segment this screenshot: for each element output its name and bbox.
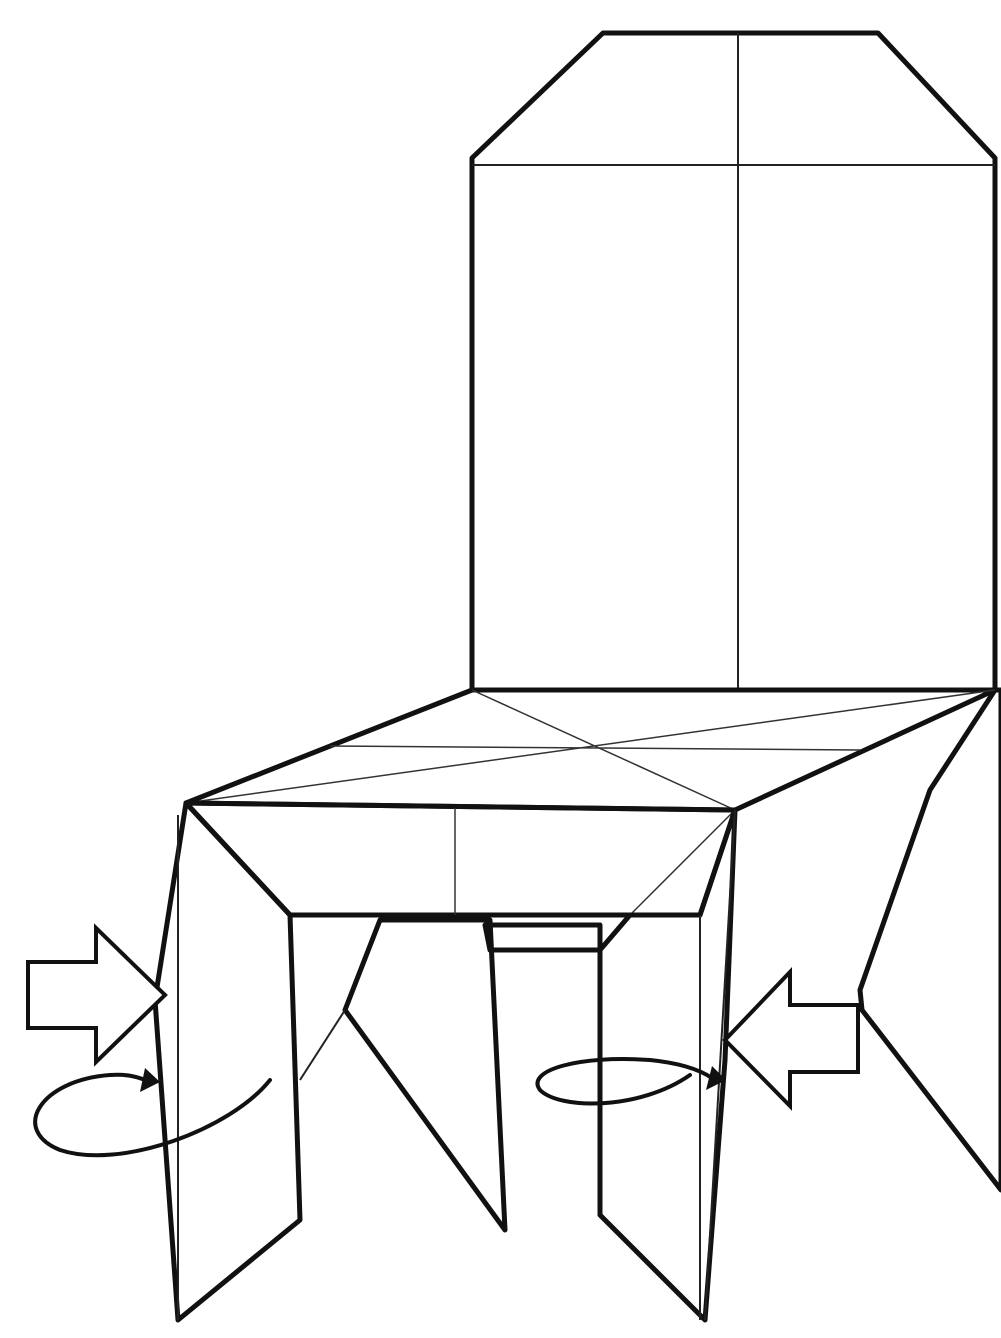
push-in-arrow-right — [725, 972, 858, 1106]
chair-back — [472, 33, 995, 690]
front-left-leg — [155, 803, 300, 1320]
turn-over-arrow-left — [35, 1068, 270, 1155]
turn-over-arrow-right — [538, 1059, 726, 1103]
back-legs — [300, 920, 600, 1230]
seat-front-apron — [186, 803, 735, 915]
push-in-arrow-left — [28, 928, 165, 1062]
chair-seat — [186, 690, 995, 810]
chair-right-side — [860, 690, 1001, 1190]
front-right-leg — [600, 810, 735, 1320]
